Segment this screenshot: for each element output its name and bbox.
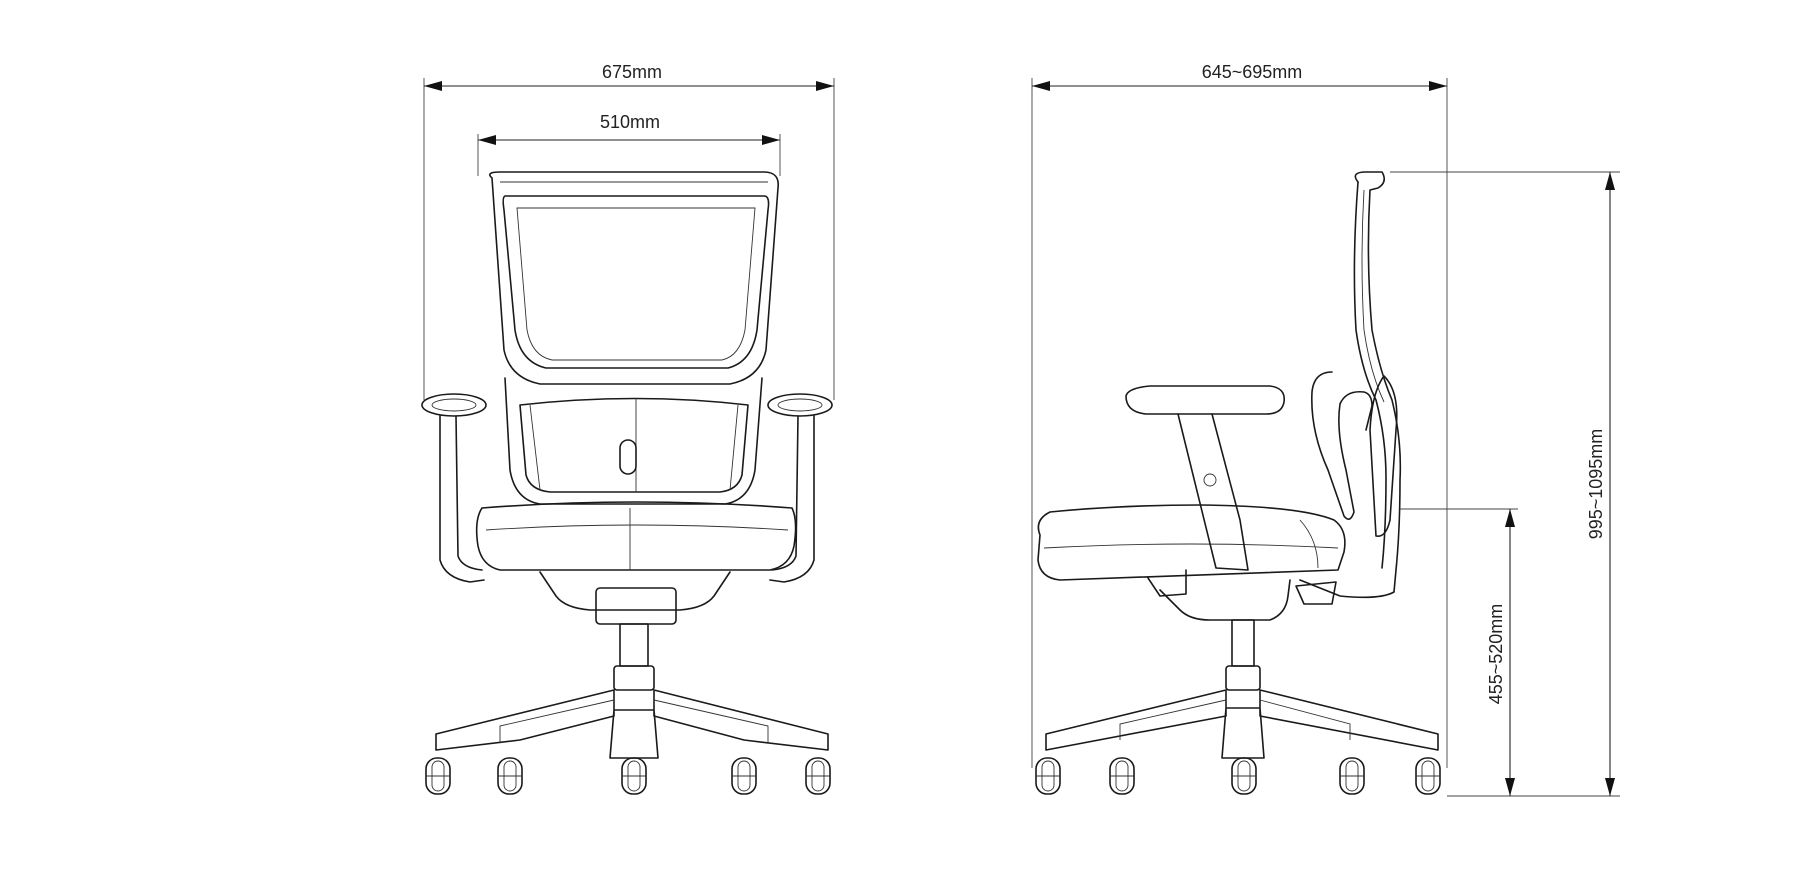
overall-width-label: 675mm — [602, 62, 662, 82]
backrest-mesh — [502, 195, 770, 369]
dimension-seat-height: 455~520mm — [1400, 508, 1518, 796]
chair-front-view — [421, 171, 833, 795]
overall-height-label: 995~1095mm — [1586, 429, 1606, 540]
dimension-overall-width: 675mm — [423, 62, 835, 400]
dimension-overall-depth: 645~695mm — [1031, 62, 1448, 768]
seat-height-label: 455~520mm — [1486, 604, 1506, 705]
gas-lift — [619, 623, 649, 667]
lumbar-support — [504, 377, 763, 505]
chair-side-view — [1035, 171, 1441, 795]
seat-cushion — [475, 501, 797, 571]
armrest-right — [767, 393, 833, 583]
gas-lift-side — [1231, 619, 1255, 667]
base-side — [1045, 689, 1439, 759]
seat-profile — [1037, 504, 1346, 581]
armrest-left — [421, 393, 487, 583]
dimension-overall-height: 995~1095mm — [1390, 171, 1620, 797]
armrest-profile — [1125, 385, 1286, 415]
dimension-backrest-width: 510mm — [477, 112, 781, 176]
overall-depth-label: 645~695mm — [1202, 62, 1303, 82]
lumbar-profile — [1311, 371, 1373, 520]
backrest-profile — [1299, 171, 1402, 599]
backrest-frame — [489, 171, 780, 385]
five-star-base — [435, 689, 829, 759]
backrest-width-label: 510mm — [600, 112, 660, 132]
